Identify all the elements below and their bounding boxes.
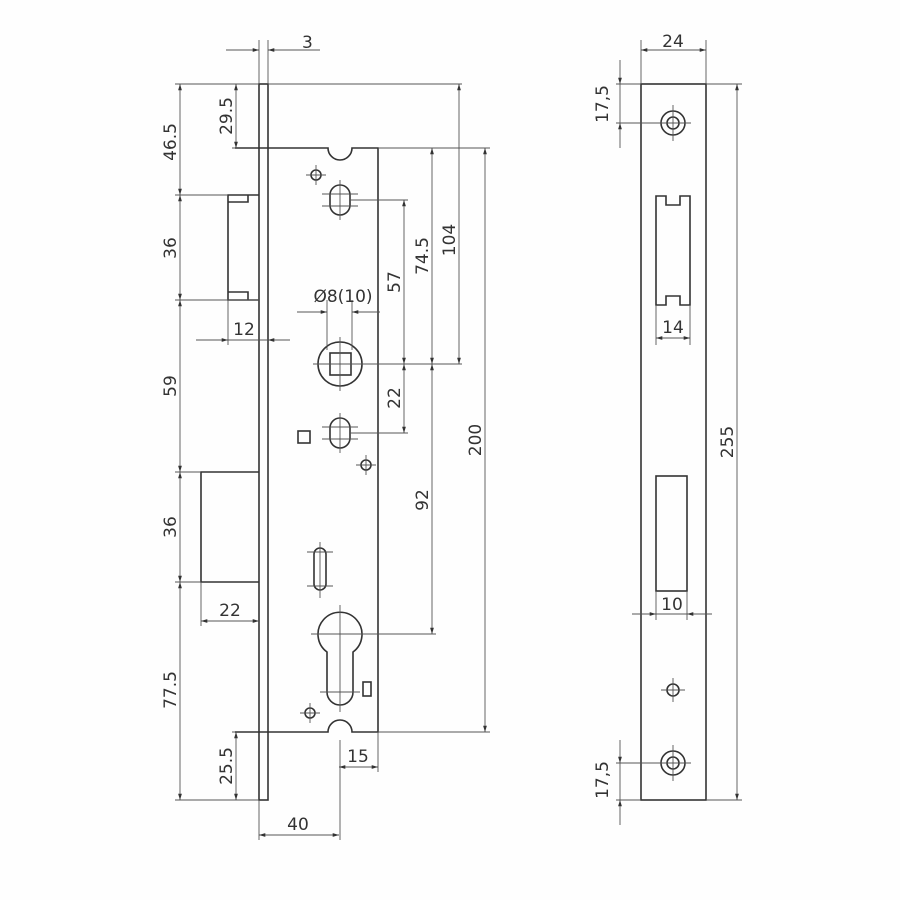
- dim-plate-width: 24: [662, 32, 684, 52]
- dim-bottom-screw: 17,5: [593, 761, 613, 799]
- faceplate-outline: [640, 83, 707, 801]
- cylinder-keyhole: [311, 605, 378, 712]
- small-rect-hole: [362, 681, 372, 697]
- dim-bolt-throw: 22: [219, 601, 241, 621]
- dim-notch-offset: 15: [347, 747, 369, 767]
- dim-top-to-latch: 46.5: [161, 123, 181, 161]
- lock-case: [235, 147, 379, 733]
- dim-plate-top-to-spindle: 104: [440, 224, 460, 256]
- dim-top-to-case: 29.5: [217, 97, 237, 135]
- dim-case-top-to-spindle: 74.5: [413, 237, 433, 275]
- faceplate: [258, 83, 269, 801]
- square-hole: [297, 430, 311, 444]
- pin-hole-top: [306, 165, 326, 185]
- screw-hole-top: [655, 105, 691, 141]
- deadbolt: [200, 471, 259, 583]
- pin-hole-mid: [356, 455, 376, 475]
- pin-hole: [661, 678, 685, 702]
- dim-bolt-to-bottom: 77.5: [161, 671, 181, 709]
- slot-hole-vertical: [307, 542, 333, 598]
- latch-bolt: [227, 194, 259, 301]
- dim-latch-to-bolt: 59: [161, 375, 181, 397]
- front-dimensions: 3 46.5 29.5 36 59 36 77.5 25.5 12 22 40 …: [161, 33, 487, 837]
- latch-opening: [655, 195, 691, 306]
- faceplate-dimensions: 24 17,5 17,5 255 14 10: [593, 32, 739, 825]
- dim-latch-width: 14: [662, 318, 684, 338]
- dim-case-height: 200: [466, 424, 486, 456]
- dim-spindle-to-upper-hole: 57: [385, 271, 405, 293]
- dim-bolt-width: 10: [661, 595, 683, 615]
- spindle-hub: [313, 337, 363, 391]
- dim-backset: 40: [287, 815, 309, 835]
- dim-spindle-to-lower-hole: 22: [385, 387, 405, 409]
- dim-case-to-bottom: 25.5: [217, 747, 237, 785]
- dim-top-screw: 17,5: [593, 85, 613, 123]
- dim-plate-height: 255: [718, 426, 738, 458]
- dim-bolt-height: 36: [161, 516, 181, 538]
- front-view: 3 46.5 29.5 36 59 36 77.5 25.5 12 22 40 …: [161, 33, 490, 840]
- dim-latch-throw: 12: [233, 320, 255, 340]
- screw-hole-bottom: [655, 745, 691, 781]
- dim-spindle-to-cylinder: 92: [413, 489, 433, 511]
- pin-hole-bottom: [300, 703, 320, 723]
- dim-spindle: Ø8(10): [313, 287, 372, 307]
- bolt-opening: [655, 475, 688, 592]
- dim-faceplate-thickness: 3: [302, 33, 313, 53]
- dim-latch-height: 36: [161, 237, 181, 259]
- faceplate-view: 24 17,5 17,5 255 14 10: [593, 32, 742, 825]
